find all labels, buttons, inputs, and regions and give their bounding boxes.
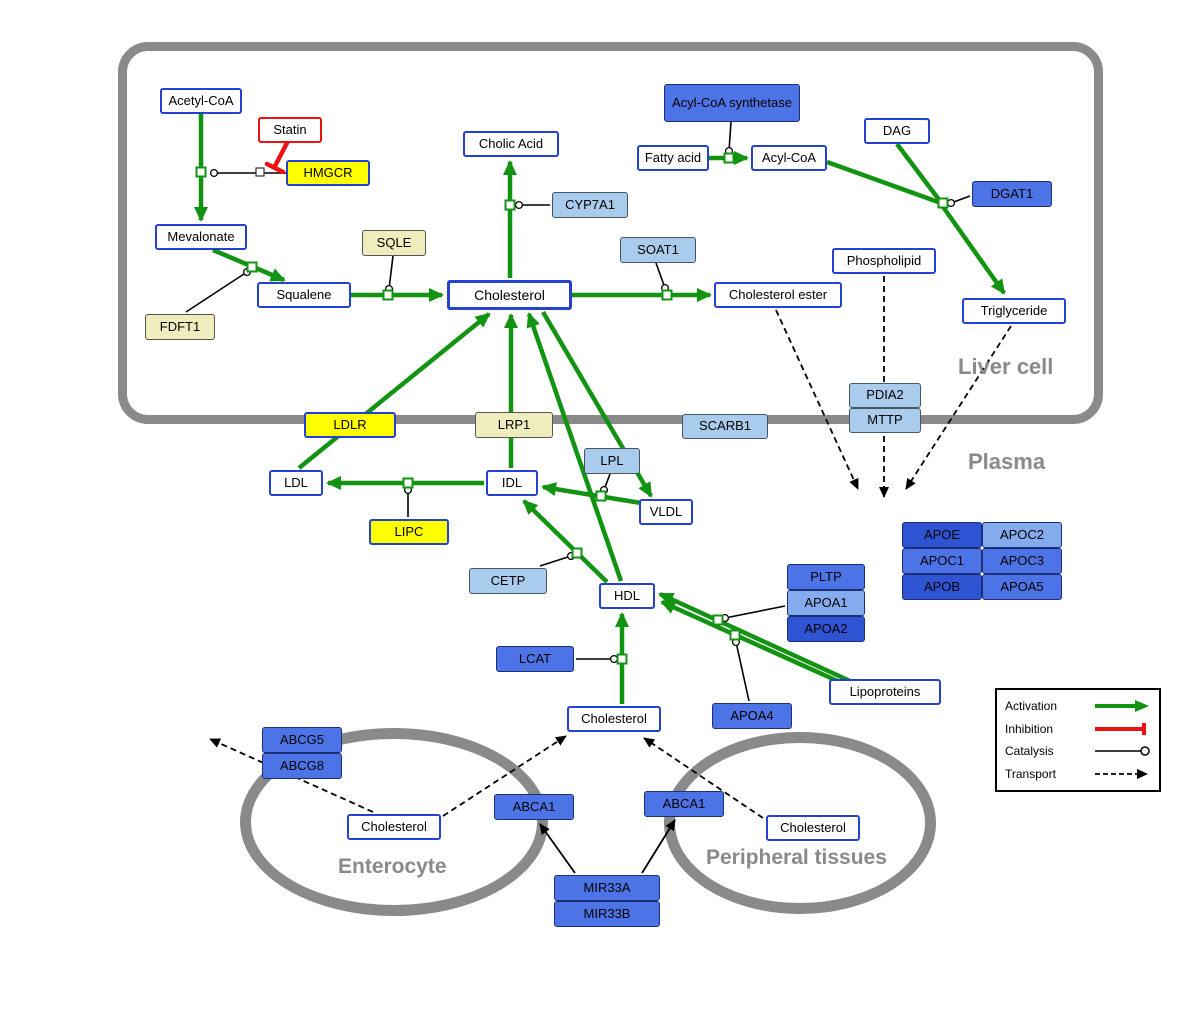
node-apoc1[interactable]: APOC1 [902, 548, 982, 574]
node-lipoproteins[interactable]: Lipoproteins [829, 679, 941, 705]
node-apob[interactable]: APOB [902, 574, 982, 600]
node-dgat1[interactable]: DGAT1 [972, 181, 1052, 207]
node-abca1-enterocyte[interactable]: ABCA1 [494, 794, 574, 820]
node-acyl-coa[interactable]: Acyl-CoA [751, 145, 827, 171]
node-ldl[interactable]: LDL [269, 470, 323, 496]
node-cyp7a1[interactable]: CYP7A1 [552, 192, 628, 218]
node-apoc2[interactable]: APOC2 [982, 522, 1062, 548]
liver-cell-label: Liver cell [958, 354, 1054, 379]
legend-activation: Activation [1005, 699, 1151, 713]
node-lpl[interactable]: LPL [584, 448, 640, 474]
node-idl[interactable]: IDL [486, 470, 538, 496]
node-cetp[interactable]: CETP [469, 568, 547, 594]
legend-inhibition: Inhibition [1005, 722, 1151, 736]
activation-arrow-icon [1095, 700, 1149, 713]
node-abcg5[interactable]: ABCG5 [262, 727, 342, 753]
node-cholic-acid[interactable]: Cholic Acid [463, 131, 559, 157]
node-lrp1[interactable]: LRP1 [475, 412, 553, 438]
node-squalene[interactable]: Squalene [257, 282, 351, 308]
node-lipc[interactable]: LIPC [369, 519, 449, 545]
node-soat1[interactable]: SOAT1 [620, 237, 696, 263]
node-phospholipid[interactable]: Phospholipid [832, 248, 936, 274]
legend-transport: Transport [1005, 767, 1151, 781]
peripheral-tissues-label: Peripheral tissues [706, 846, 887, 869]
node-mttp[interactable]: MTTP [849, 408, 921, 433]
plasma-label: Plasma [968, 449, 1046, 474]
node-sqle[interactable]: SQLE [362, 230, 426, 256]
node-mir33b[interactable]: MIR33B [554, 901, 660, 927]
node-fdft1[interactable]: FDFT1 [145, 314, 215, 340]
node-apoe[interactable]: APOE [902, 522, 982, 548]
node-dag[interactable]: DAG [864, 118, 930, 144]
node-vldl[interactable]: VLDL [639, 499, 693, 525]
node-pltp[interactable]: PLTP [787, 564, 865, 590]
enterocyte-label: Enterocyte [338, 855, 447, 878]
node-acyl-coa-synthetase[interactable]: Acyl-CoA synthetase [664, 84, 800, 122]
legend-transport-label: Transport [1005, 766, 1056, 781]
node-cholesterol-peripheral[interactable]: Cholesterol [766, 815, 860, 841]
legend-activation-label: Activation [1005, 699, 1058, 714]
transport-dashed-arrow-icon [1095, 768, 1148, 779]
legend-catalysis-label: Catalysis [1005, 744, 1054, 759]
inhibition-tbar-icon [1095, 722, 1146, 735]
node-hmgcr[interactable]: HMGCR [286, 160, 370, 186]
node-statin[interactable]: Statin [258, 117, 322, 143]
node-fatty-acid[interactable]: Fatty acid [637, 145, 709, 171]
enterocyte-membrane [240, 728, 548, 916]
node-apoa1[interactable]: APOA1 [787, 590, 865, 616]
node-lcat[interactable]: LCAT [496, 646, 574, 672]
node-apoc3[interactable]: APOC3 [982, 548, 1062, 574]
node-apoa4[interactable]: APOA4 [712, 703, 792, 729]
node-apoa2[interactable]: APOA2 [787, 616, 865, 642]
node-cholesterol-ester[interactable]: Cholesterol ester [714, 282, 842, 308]
node-acetyl-coa[interactable]: Acetyl-CoA [160, 88, 242, 114]
node-abcg8[interactable]: ABCG8 [262, 753, 342, 779]
legend: Activation Inhibition Catalysis Transpor… [995, 688, 1161, 792]
catalysis-circle-icon [1095, 746, 1150, 756]
node-hdl[interactable]: HDL [599, 583, 655, 609]
mir-regulation-edges [539, 819, 676, 874]
node-apoa5[interactable]: APOA5 [982, 574, 1062, 600]
liver-cell-membrane [118, 42, 1103, 424]
legend-catalysis: Catalysis [1005, 744, 1151, 758]
node-abca1-peripheral[interactable]: ABCA1 [644, 791, 724, 817]
node-pdia2[interactable]: PDIA2 [849, 383, 921, 408]
node-mevalonate[interactable]: Mevalonate [155, 224, 247, 250]
legend-inhibition-label: Inhibition [1005, 721, 1054, 736]
node-cholesterol-liver[interactable]: Cholesterol [447, 280, 572, 310]
node-triglyceride[interactable]: Triglyceride [962, 298, 1066, 324]
node-scarb1[interactable]: SCARB1 [682, 414, 768, 439]
node-mir33a[interactable]: MIR33A [554, 875, 660, 901]
node-cholesterol-plasma[interactable]: Cholesterol [567, 706, 661, 732]
node-cholesterol-enterocyte[interactable]: Cholesterol [347, 814, 441, 840]
node-ldlr[interactable]: LDLR [304, 412, 396, 438]
